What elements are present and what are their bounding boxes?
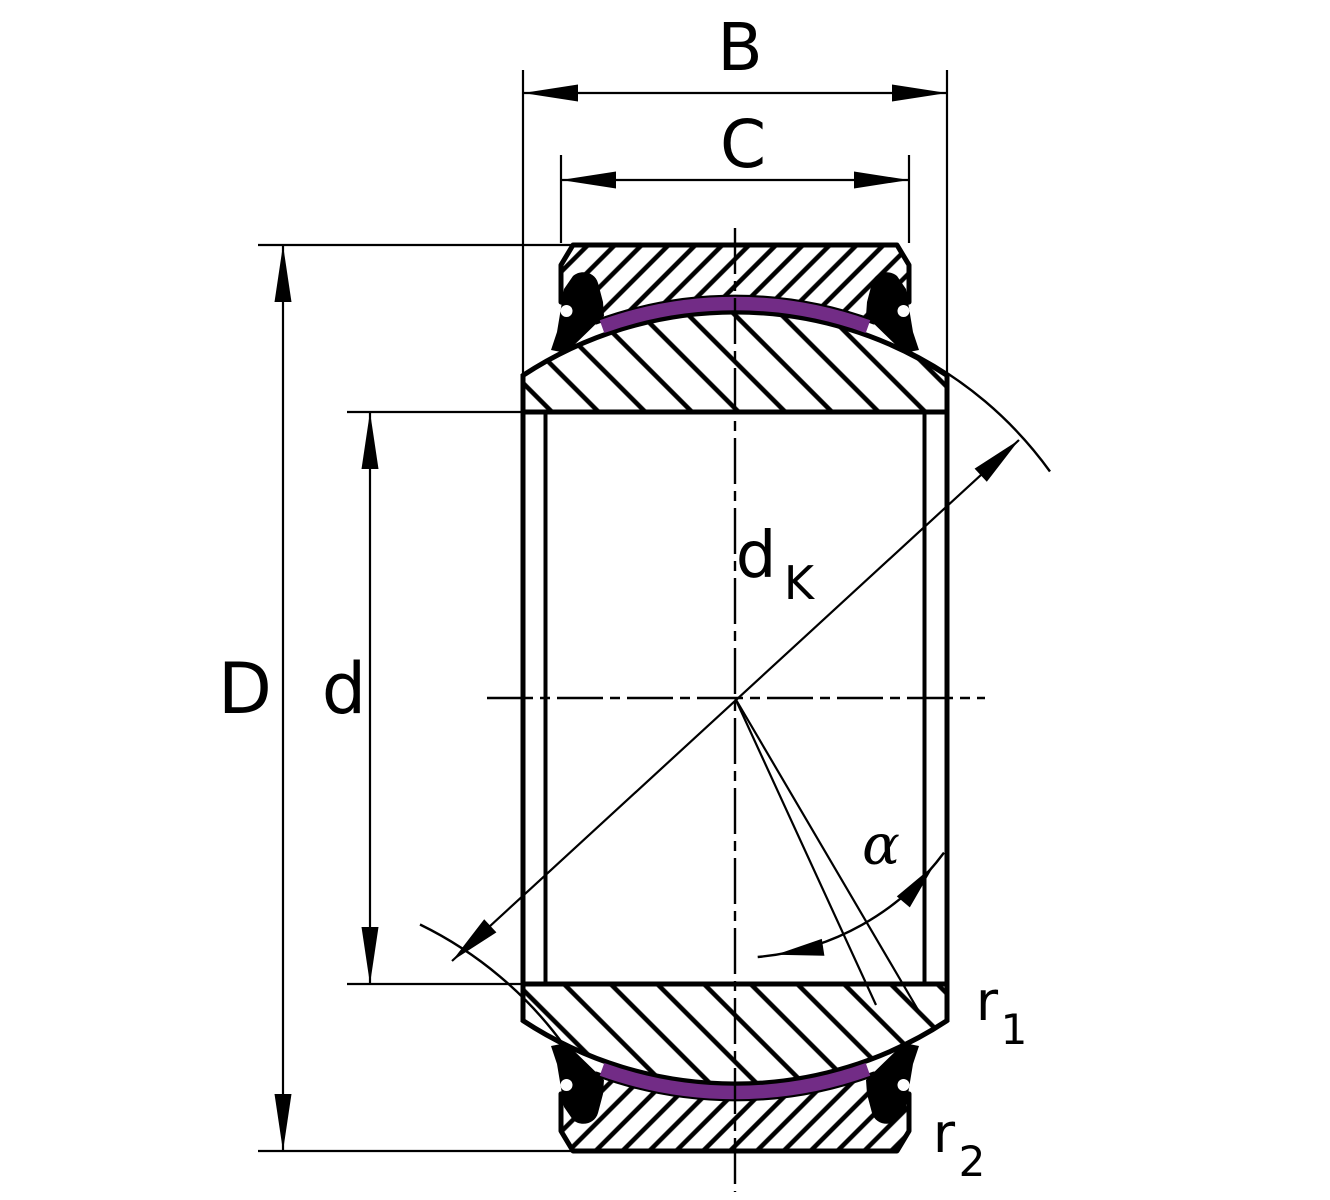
seal-bottom-left-notch [560, 1079, 573, 1091]
label-d: d [322, 648, 366, 730]
label-r1-main: r [976, 970, 999, 1033]
c-arrow-right [854, 171, 909, 189]
alpha-swing-arc [757, 851, 945, 959]
sphere-arc-top-right [904, 348, 1051, 473]
seal-top-right [866, 272, 919, 353]
label-r1-subscript: 1 [1001, 1005, 1028, 1054]
label-C: C [720, 106, 766, 183]
alpha-arrow-left [775, 938, 825, 956]
dimension-D [258, 243, 578, 1153]
dimension-C [559, 155, 911, 243]
b-arrow-left [523, 84, 578, 102]
seal-bottom-right [866, 1043, 919, 1124]
label-dk-main: d [736, 519, 777, 593]
alpha-tilt-line-2 [734, 697, 922, 1016]
dimension-B [521, 70, 949, 374]
d-outer-arrow-top [274, 245, 292, 302]
dk-arrow-bottom-left [452, 919, 497, 961]
d-bore-arrow-bottom [361, 927, 379, 984]
seal-top-left-notch [560, 305, 573, 317]
c-arrow-left [561, 171, 616, 189]
label-B: B [717, 9, 762, 86]
label-r2-main: r [933, 1102, 956, 1165]
seals [551, 272, 919, 1124]
seal-bottom-left [551, 1043, 604, 1124]
dk-arrow-top-right [974, 440, 1019, 482]
alpha-arrow-right [896, 865, 935, 908]
tilt-angle-alpha [734, 697, 945, 1016]
d-bore-arrow-top [361, 412, 379, 469]
label-dk-subscript: K [784, 556, 816, 610]
labels: B C D d d K α r 1 r 2 [218, 9, 1027, 1186]
sphere-arc-bottom-left [419, 923, 566, 1048]
inner-ring [520, 309, 950, 1087]
seal-top-right-notch [897, 305, 910, 317]
seal-bottom-right-notch [897, 1079, 910, 1091]
dimension-d-bore [347, 410, 521, 986]
seal-top-left [551, 272, 604, 353]
label-r2-subscript: 2 [959, 1137, 986, 1186]
sphere-construction-arcs [419, 348, 1051, 1048]
b-arrow-right [892, 84, 947, 102]
label-alpha: α [862, 813, 900, 878]
inner-ring-top-section [520, 309, 950, 415]
alpha-tilt-line-1 [734, 697, 877, 1006]
label-D: D [218, 648, 272, 730]
d-outer-arrow-bottom [274, 1094, 292, 1151]
